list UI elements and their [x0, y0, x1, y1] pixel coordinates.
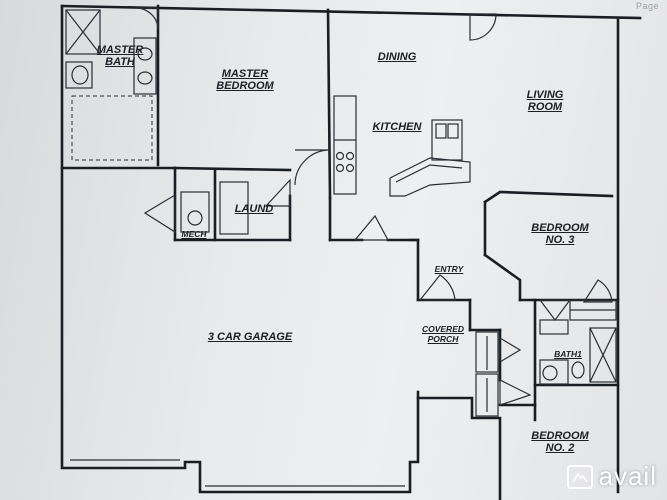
master-bath-fixtures: [65, 7, 159, 161]
hall-closets: [475, 331, 532, 417]
room-label-entry: ENTRY: [434, 264, 464, 274]
bedroom-3-fixtures: [538, 279, 617, 385]
entry-doors: [353, 214, 456, 301]
room-label-mech: MECH: [181, 229, 207, 239]
mountain-logo-icon: [566, 464, 593, 489]
room-label-dining: DINING: [377, 51, 417, 63]
laundry-mech-fixtures: [143, 178, 291, 235]
garage-door-marks: [70, 459, 405, 487]
kitchen-fixtures: [294, 13, 497, 197]
interior-walls: [60, 4, 620, 422]
room-label-bath-1: BATH1: [554, 349, 582, 359]
outer-walls: [60, 4, 642, 500]
room-label-kitchen: KITCHEN: [372, 121, 422, 133]
watermark-brand-text: avail: [598, 461, 657, 491]
page-indicator: Page: [635, 1, 659, 11]
room-label-garage: 3 CAR GARAGE: [207, 331, 293, 343]
watermark-brand: avail: [566, 461, 657, 492]
room-label-laundry: LAUND: [234, 203, 274, 215]
